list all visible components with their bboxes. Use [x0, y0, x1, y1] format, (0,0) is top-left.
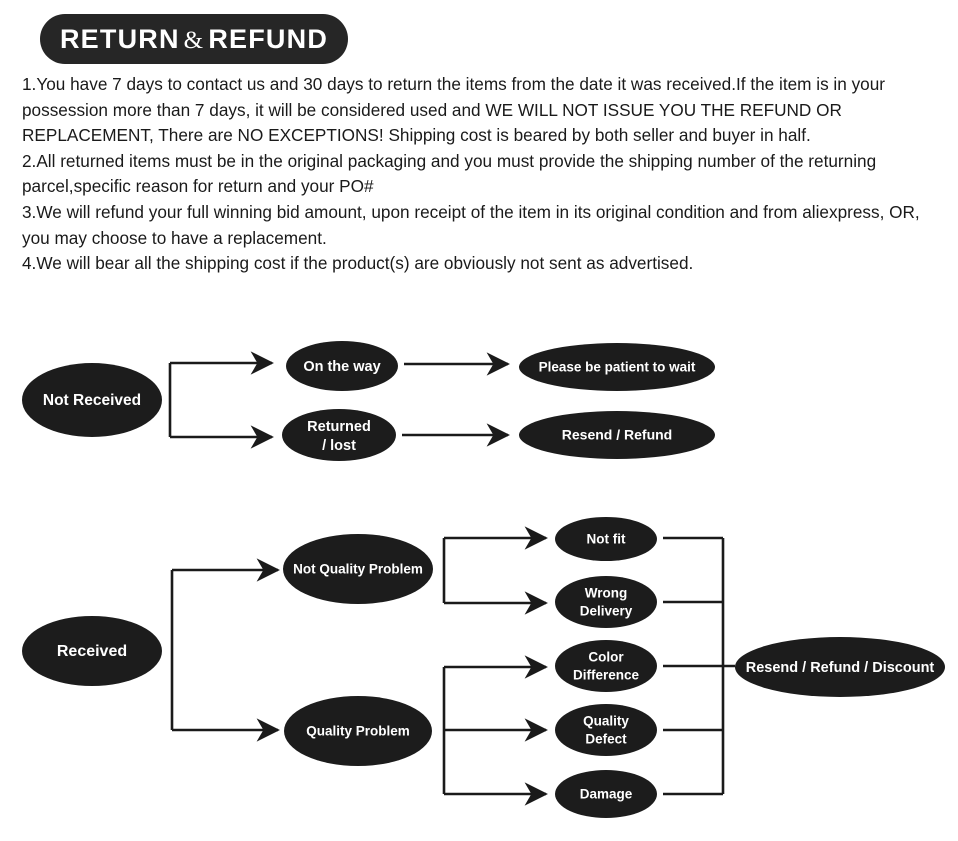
node-received: Received	[22, 616, 162, 686]
node-quality-problem-label: Quality Problem	[306, 724, 410, 739]
policy-item-1: 1.You have 7 days to contact us and 30 d…	[22, 74, 886, 146]
node-not-fit: Not fit	[555, 517, 657, 561]
node-on-the-way: On the way	[286, 341, 398, 391]
node-not-quality-problem: Not Quality Problem	[283, 534, 433, 604]
node-color-difference: Color Difference	[555, 640, 657, 692]
flowchart-received: Received Not Quality Problem Quality Pro…	[22, 517, 945, 818]
page-title-word-refund: REFUND	[208, 23, 329, 54]
node-wrong-delivery: Wrong Delivery	[555, 576, 657, 628]
node-returned-lost: Returned / lost	[282, 409, 396, 461]
node-resend-refund-discount-label: Resend / Refund / Discount	[746, 660, 935, 676]
node-not-fit-label: Not fit	[587, 532, 626, 547]
node-not-quality-problem-label: Not Quality Problem	[293, 562, 423, 577]
ampersand-glyph: &	[183, 26, 205, 54]
node-please-be-patient-to-wait-label: Please be patient to wait	[539, 360, 696, 375]
page-title: RETURN&REFUND	[60, 24, 328, 55]
node-wrong-delivery-label-line2: Delivery	[580, 604, 633, 619]
node-damage-label: Damage	[580, 787, 633, 802]
node-on-the-way-label: On the way	[303, 359, 380, 375]
node-quality-problem: Quality Problem	[284, 696, 432, 766]
node-color-difference-label-line2: Difference	[573, 668, 640, 683]
node-not-received-label: Not Received	[43, 392, 141, 409]
node-wrong-delivery-label-line1: Wrong	[585, 586, 628, 601]
policy-item-2: 2.All returned items must be in the orig…	[22, 150, 877, 197]
page-title-badge: RETURN&REFUND	[40, 14, 348, 64]
node-color-difference-label-line1: Color	[588, 650, 624, 665]
policy-list: 1.You have 7 days to contact us and 30 d…	[22, 72, 942, 277]
node-not-received: Not Received	[22, 363, 162, 437]
node-quality-defect: Quality Defect	[555, 704, 657, 756]
node-returned-lost-label-line2: / lost	[322, 438, 356, 454]
policy-item-4: 4.We will bear all the shipping cost if …	[22, 253, 694, 274]
node-returned-lost-label-line1: Returned	[307, 419, 371, 435]
node-please-be-patient-to-wait: Please be patient to wait	[519, 343, 715, 391]
node-quality-defect-label-line1: Quality	[583, 714, 629, 729]
policy-item-3: 3.We will refund your full winning bid a…	[22, 201, 920, 248]
node-resend-refund: Resend / Refund	[519, 411, 715, 459]
node-damage: Damage	[555, 770, 657, 818]
node-resend-refund-label: Resend / Refund	[562, 427, 672, 443]
node-quality-defect-label-line2: Defect	[585, 732, 627, 747]
node-resend-refund-discount: Resend / Refund / Discount	[735, 637, 945, 697]
node-received-label: Received	[57, 643, 127, 660]
page-title-word-return: RETURN	[59, 23, 180, 54]
flowchart-not-received: Not Received On the way Returned / lost …	[22, 341, 715, 461]
